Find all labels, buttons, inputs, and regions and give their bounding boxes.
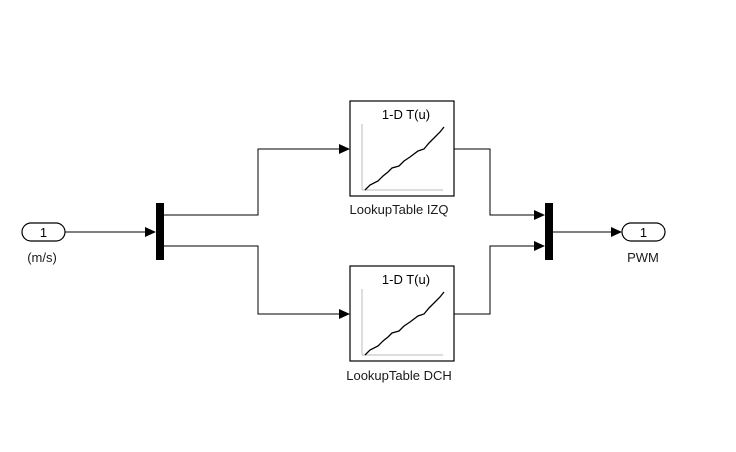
outport-number: 1 — [640, 225, 647, 240]
lookup-table-izq-title: 1-D T(u) — [382, 107, 430, 122]
wire-mux-to-outport[interactable] — [553, 227, 622, 237]
outport-block[interactable]: 1 — [621, 222, 666, 242]
wire-demux-to-lookup-izq[interactable] — [164, 144, 350, 216]
lookup-table-izq-label: LookupTable IZQ — [349, 202, 448, 217]
outport-label: PWM — [627, 250, 659, 265]
lookup-table-dch-title: 1-D T(u) — [382, 272, 430, 287]
mux-block[interactable] — [545, 203, 553, 260]
wire-lookup-dch-to-mux[interactable] — [454, 241, 545, 315]
wire-lookup-izq-to-mux[interactable] — [454, 148, 545, 220]
inport-number: 1 — [40, 225, 47, 240]
lookup-table-dch-block[interactable]: 1-D T(u) — [349, 265, 455, 362]
inport-block[interactable]: 1 — [21, 222, 66, 242]
lookup-curve-icon — [361, 289, 445, 356]
lookup-table-dch-label: LookupTable DCH — [346, 368, 452, 383]
wire-inport-to-demux[interactable] — [65, 227, 156, 237]
lookup-curve-icon — [361, 124, 445, 191]
inport-label: (m/s) — [27, 250, 57, 265]
wire-demux-to-lookup-dch[interactable] — [164, 245, 350, 319]
demux-block[interactable] — [156, 203, 164, 260]
lookup-table-izq-block[interactable]: 1-D T(u) — [349, 100, 455, 197]
